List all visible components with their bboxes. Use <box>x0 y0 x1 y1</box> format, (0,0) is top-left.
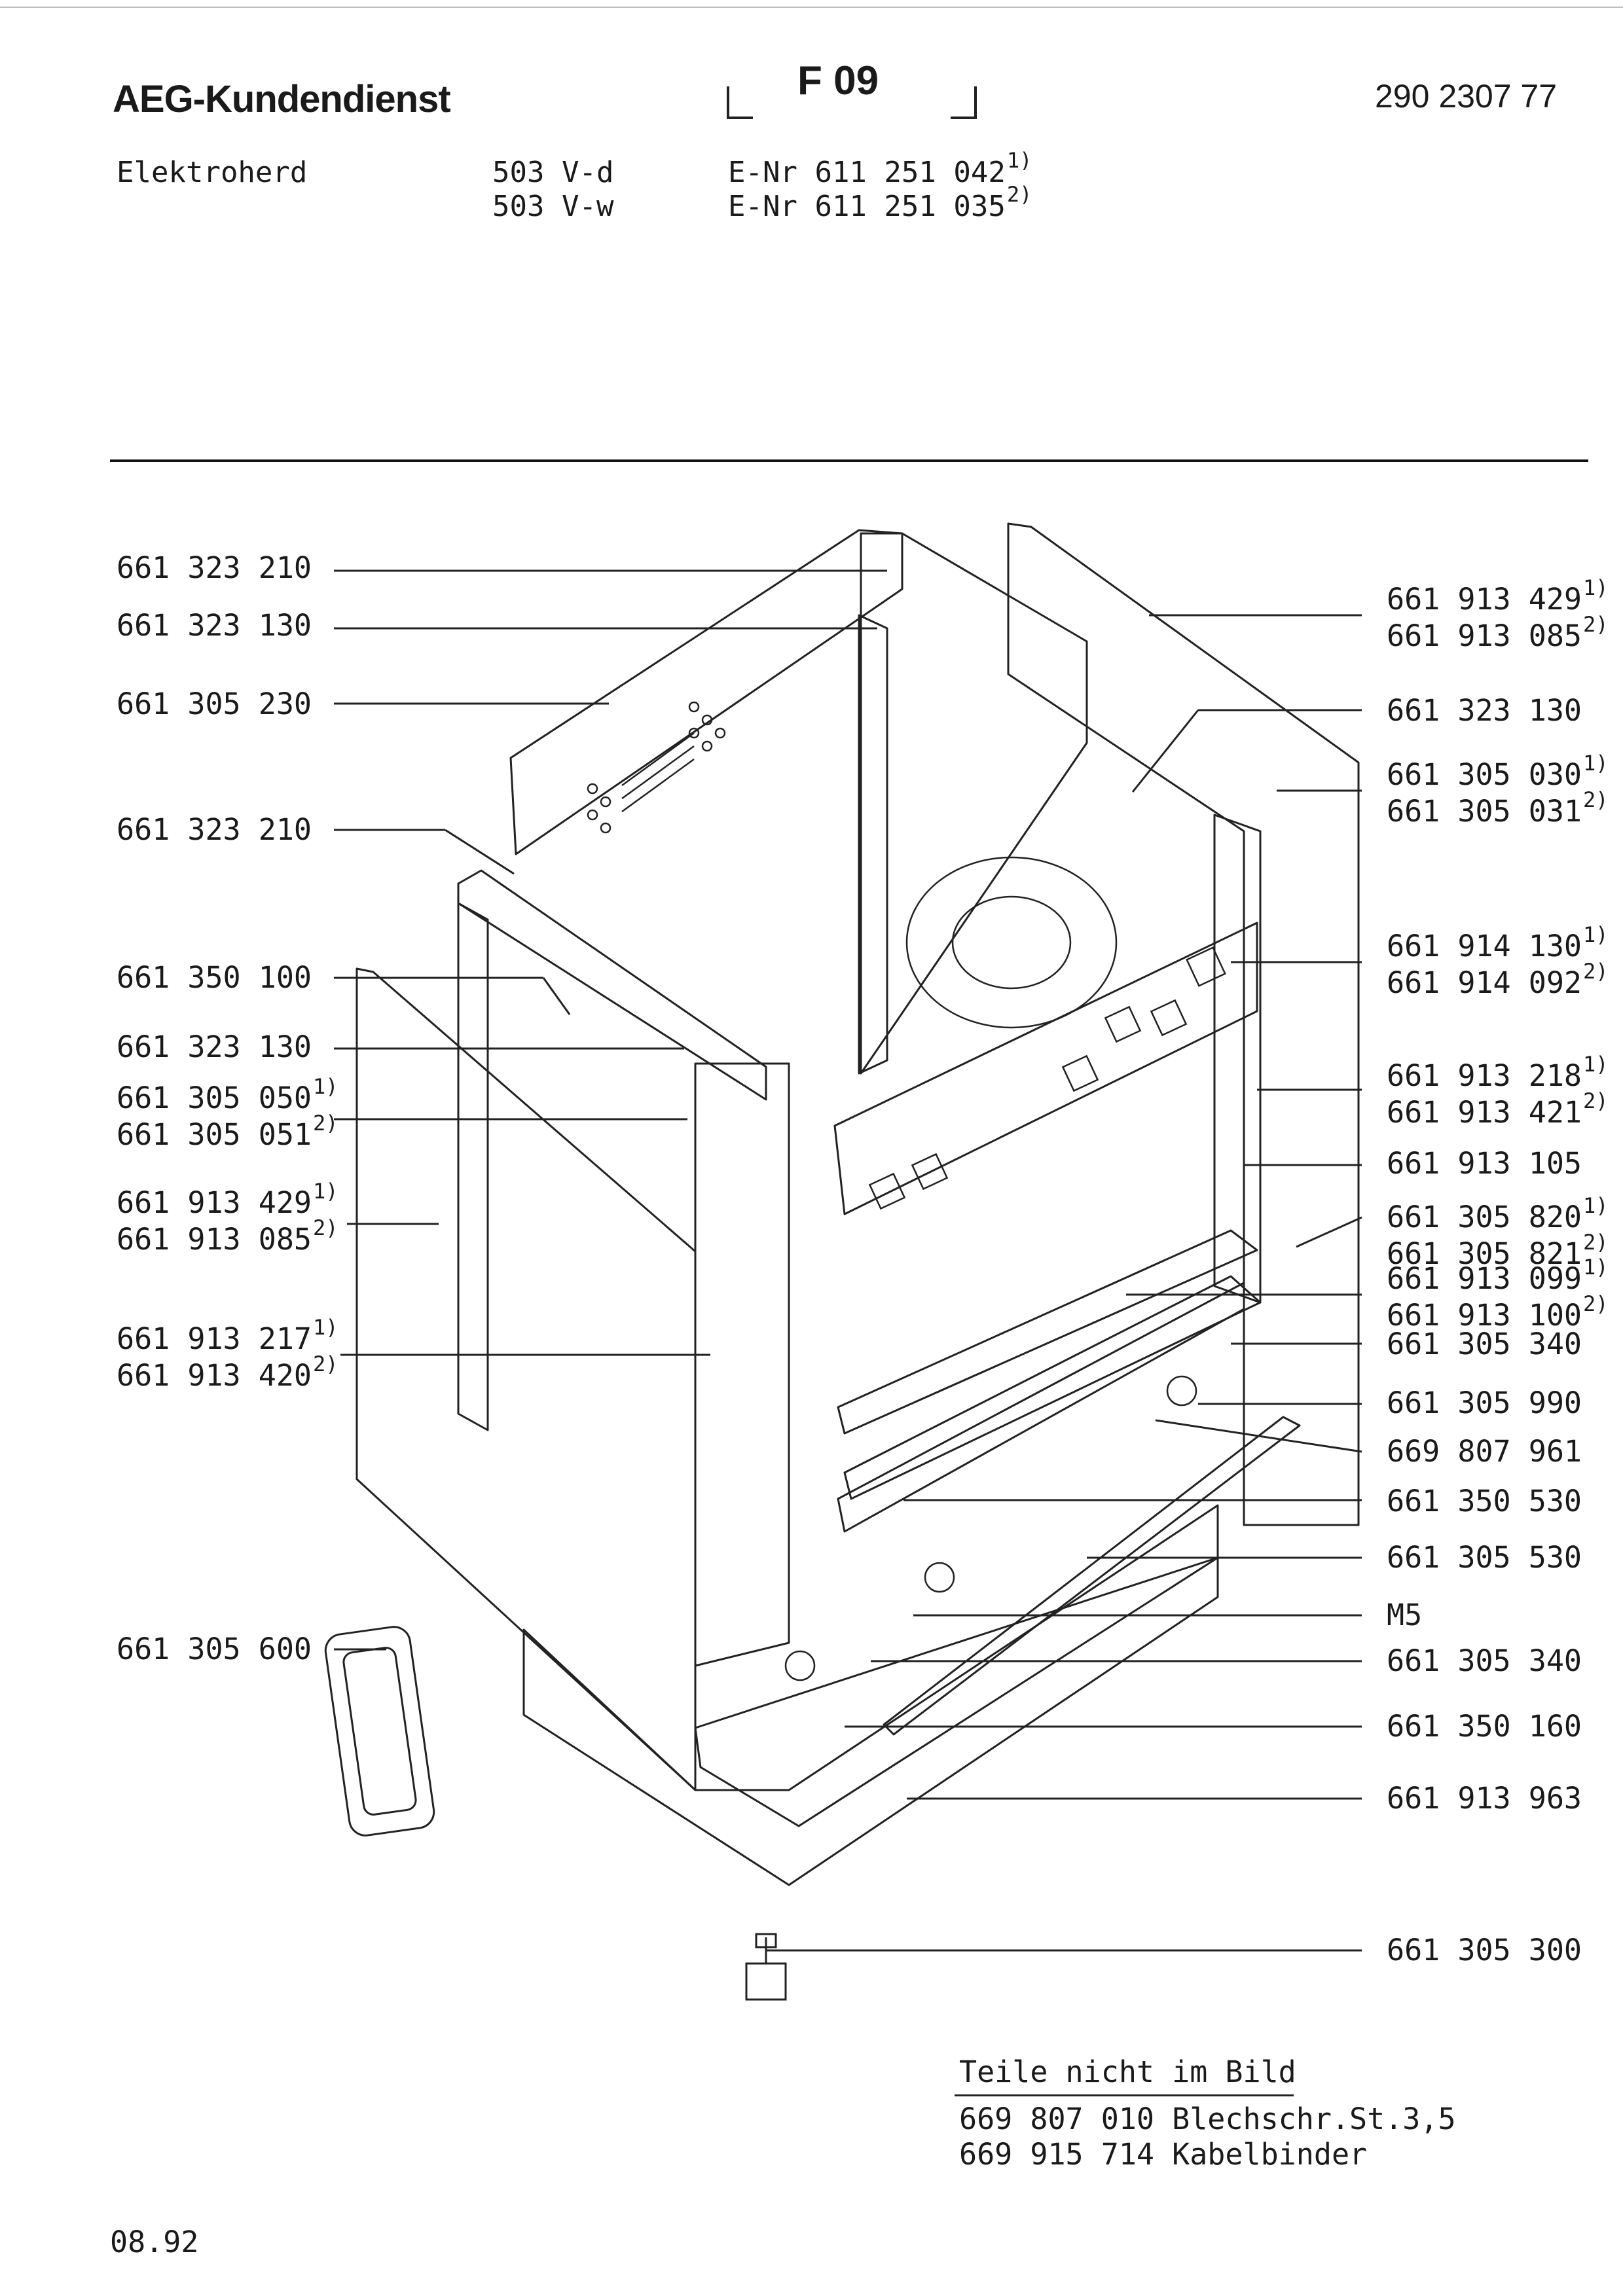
part-label-right: 661 305 0301) 661 305 0312) <box>1387 751 1609 829</box>
notes-title: Teile nicht im Bild <box>959 2054 1296 2089</box>
part-label-right: 661 350 530 <box>1387 1484 1582 1518</box>
part-label-left: 661 323 210 <box>117 812 312 847</box>
loose-parts <box>324 1626 787 2001</box>
part-label-right: 669 807 961 <box>1387 1434 1582 1469</box>
part-label-left: 661 305 0501) 661 305 0512) <box>117 1074 338 1152</box>
part-label-left: 661 305 600 <box>117 1632 312 1666</box>
notes-underline <box>955 2094 1294 2096</box>
cabinet-outline <box>356 522 1360 1886</box>
part-label-right: 661 305 300 <box>1387 1933 1582 1967</box>
enr-2: E-Nr 611 251 0352) <box>728 182 1032 223</box>
appliance-type: Elektroherd <box>117 156 308 189</box>
model-1: 503 V-d <box>492 156 614 189</box>
part-label-right: 661 913 963 <box>1387 1781 1582 1816</box>
enr-1: E-Nr 611 251 0421) <box>728 148 1032 189</box>
header-divider <box>110 459 1588 462</box>
part-label-right: 661 305 340 <box>1387 1643 1582 1678</box>
notes-item: 669 807 010 Blechschr.St.3,5 <box>959 2102 1456 2136</box>
print-date: 08.92 <box>110 2225 199 2259</box>
part-label-right: M5 <box>1387 1598 1423 1632</box>
part-label-right: 661 913 105 <box>1387 1146 1582 1181</box>
panel-details <box>587 701 1226 1681</box>
part-label-left: 661 323 130 <box>117 1030 312 1064</box>
part-label-left: 661 913 4291) 661 913 0852) <box>117 1179 338 1257</box>
part-label-right: 661 913 4291) 661 913 0852) <box>1387 575 1609 653</box>
part-label-right: 661 914 1301) 661 914 0922) <box>1387 922 1609 1000</box>
leader-lines <box>334 569 1362 1952</box>
page-code: F 09 <box>797 58 879 103</box>
part-label-right: 661 350 160 <box>1387 1709 1582 1744</box>
part-label-left: 661 350 100 <box>117 960 312 995</box>
model-2: 503 V-w <box>492 190 614 223</box>
part-label-right: 661 305 990 <box>1387 1386 1582 1420</box>
document-number: 290 2307 77 <box>1375 78 1558 115</box>
part-label-right: 661 305 8201) 661 305 8212) <box>1387 1193 1609 1271</box>
part-label-left: 661 305 230 <box>117 687 312 721</box>
part-label-right: 661 305 340 <box>1387 1327 1582 1361</box>
part-label-right: 661 305 530 <box>1387 1540 1582 1575</box>
part-label-right: 661 323 130 <box>1387 693 1582 728</box>
code-brackets <box>727 86 977 119</box>
brand-title: AEG-Kundendienst <box>113 78 451 120</box>
scan-edge-line <box>0 7 1623 8</box>
part-label-left: 661 913 2171) 661 913 4202) <box>117 1315 338 1393</box>
part-label-left: 661 323 210 <box>117 550 312 585</box>
part-label-left: 661 323 130 <box>117 608 312 643</box>
part-label-right: 661 913 2181) 661 913 4212) <box>1387 1052 1609 1130</box>
notes-item: 669 915 714 Kabelbinder <box>959 2137 1368 2172</box>
part-label-right: 661 913 0991) 661 913 1002) <box>1387 1255 1609 1333</box>
